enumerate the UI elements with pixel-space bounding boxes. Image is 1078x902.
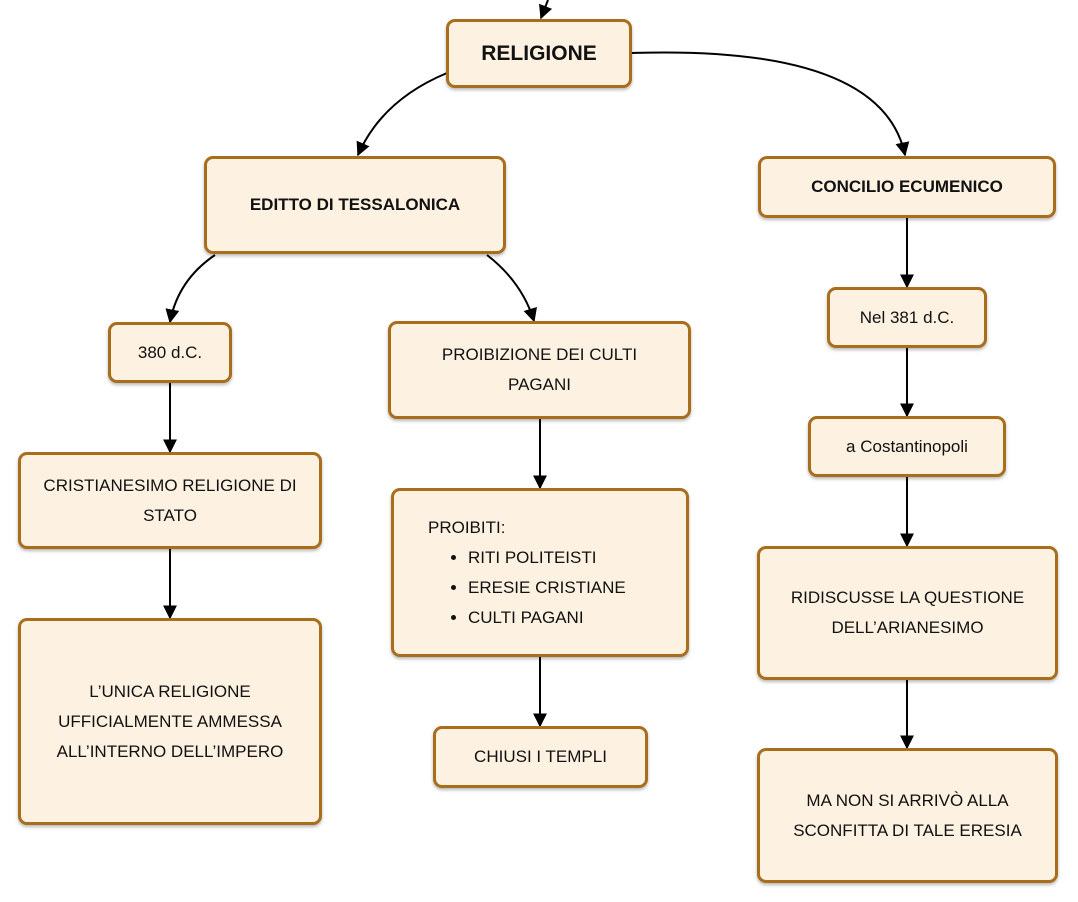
edge-religione-concilio: [631, 51, 910, 157]
node-cristianesimo-religione-di-stato: CRISTIANESIMO RELIGIONE DI STATO: [18, 452, 322, 549]
list-item: RITI POLITEISTI: [468, 543, 626, 573]
node-380-dc: 380 d.C.: [108, 322, 232, 383]
edge-editto-380: [165, 254, 216, 324]
node-a-costantinopoli: a Costantinopoli: [808, 416, 1006, 477]
node-unica-religione: L’UNICA RELIGIONE UFFICIALMENTE AMMESSA …: [18, 618, 322, 825]
node-nel-381: Nel 381 d.C.: [827, 287, 987, 348]
node-chiusi-i-templi: CHIUSI I TEMPLI: [433, 726, 648, 788]
edge-religione-editto: [356, 72, 448, 157]
node-concilio-ecumenico: CONCILIO ECUMENICO: [758, 156, 1056, 218]
node-editto-di-tessalonica: EDITTO DI TESSALONICA: [204, 156, 506, 254]
edge-editto-proibizione: [486, 254, 537, 323]
node-sconfitta-eresia: MA NON SI ARRIVÒ ALLA SCONFITTA DI TALE …: [757, 748, 1058, 883]
list-item: CULTI PAGANI: [468, 603, 626, 633]
node-religione: RELIGIONE: [446, 19, 632, 88]
node-proibiti-list: PROIBITI: RITI POLITEISTI ERESIE CRISTIA…: [391, 488, 689, 657]
proibiti-block: PROIBITI: RITI POLITEISTI ERESIE CRISTIA…: [428, 513, 626, 633]
node-ridiscusse-arianesimo: RIDISCUSSE LA QUESTIONE DELL’ARIANESIMO: [757, 546, 1058, 680]
edge-incoming-religione: [539, 0, 553, 20]
list-item: ERESIE CRISTIANE: [468, 573, 626, 603]
proibiti-list: RITI POLITEISTI ERESIE CRISTIANE CULTI P…: [428, 543, 626, 633]
proibiti-title: PROIBITI:: [428, 517, 506, 537]
node-proibizione-culti-pagani: PROIBIZIONE DEI CULTI PAGANI: [388, 321, 691, 419]
